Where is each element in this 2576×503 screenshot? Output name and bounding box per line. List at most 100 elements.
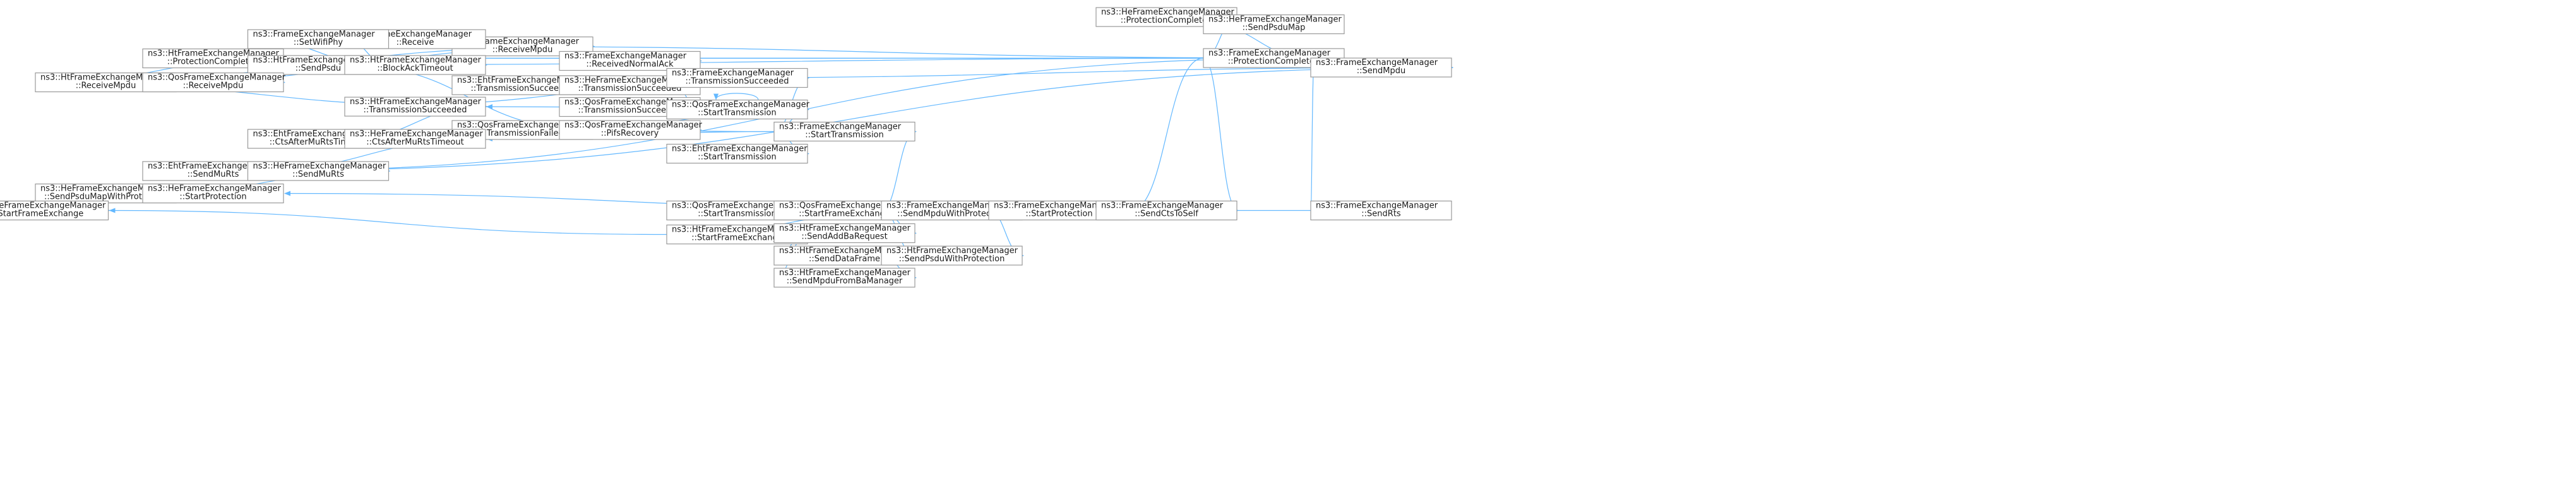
node-box [344, 97, 486, 117]
call-edge [713, 93, 759, 100]
node-class-label: ns3::FrameExchangeManager [457, 37, 580, 47]
node-method-label: ::SendPsduWithProtection [899, 254, 1005, 264]
node-box [247, 161, 390, 181]
node-box [344, 55, 486, 75]
node-method-label: ::SetWifiPhy [294, 38, 343, 47]
node-method-label: ::TransmissionFailed [481, 129, 563, 138]
node-class-label: ns3::FrameExchangeManager [564, 52, 687, 61]
graph-node-he-transmissionsucceeded[interactable]: ns3::HeFrameExchangeManager::Transmissio… [559, 75, 701, 95]
node-class-label: ns3::HtFrameExchangeManager [779, 224, 911, 234]
node-method-label: ::TransmissionSucceeded [470, 84, 574, 93]
node-method-label: ::StartTransmission [698, 210, 777, 219]
node-class-label: ns3::HeFrameExchangeManager [40, 184, 174, 194]
graph-node-ht-transmissionsucceeded[interactable]: ns3::HtFrameExchangeManager::Transmissio… [344, 97, 486, 117]
node-method-label: ::StartFrameExchange [0, 210, 83, 219]
node-method-label: ::ReceiveMpdu [183, 81, 244, 91]
graph-node-he-sendmurts[interactable]: ns3::HeFrameExchangeManager::SendMuRts [247, 161, 390, 181]
graph-node-ht-blockacktimeout[interactable]: ns3::HtFrameExchangeManager::BlockAckTim… [344, 55, 486, 75]
call-edge [666, 65, 1453, 79]
node-box [559, 50, 701, 71]
graph-node-he-startprotection[interactable]: ns3::HeFrameExchangeManager::StartProtec… [142, 183, 284, 204]
graph-node-fem-transmissionsucceeded[interactable]: ns3::FrameExchangeManager::TransmissionS… [666, 68, 808, 88]
graph-node-ht-sendmpdufrombamanager[interactable]: ns3::HtFrameExchangeManager::SendMpduFro… [773, 268, 915, 288]
node-method-label: ::SendMpdu [1357, 66, 1405, 76]
graph-node-ht-sendpsduwithprotection[interactable]: ns3::HtFrameExchangeManager::SendPsduWit… [881, 246, 1023, 266]
graph-node-ht-sendaddbarequest[interactable]: ns3::HtFrameExchangeManager::SendAddBaRe… [773, 223, 915, 244]
node-class-label: ns3::HtFrameExchangeManager [779, 268, 911, 278]
node-class-label: ns3::HeFrameExchangeManager [253, 162, 386, 171]
node-box [1095, 200, 1237, 221]
call-graph-nodes: ns3::WifiTxTimer::Setns3::FrameExchangeM… [0, 7, 1452, 288]
graph-node-fem-setwifiphy[interactable]: ns3::FrameExchangeManager::SetWifiPhy [247, 29, 390, 49]
graph-node-fem-sendmpdu[interactable]: ns3::FrameExchangeManager::SendMpdu [1310, 57, 1452, 78]
node-method-label: ::BlockAckTimeout [377, 64, 453, 73]
graph-node-fem-sendrts[interactable]: ns3::FrameExchangeManager::SendRts [1310, 200, 1452, 221]
node-method-label: ::StartTransmission [698, 153, 777, 162]
node-class-label: ns3::HtFrameExchangeManager [350, 56, 482, 65]
node-class-label: ns3::FrameExchangeManager [253, 30, 376, 39]
node-box [773, 223, 915, 244]
node-method-label: ::StartTransmission [805, 131, 884, 140]
graph-node-fem-starttransmission[interactable]: ns3::FrameExchangeManager::StartTransmis… [773, 121, 915, 142]
graph-node-qos-pifsrecovery[interactable]: ns3::QosFrameExchangeManager::PifsRecove… [559, 120, 703, 140]
node-method-label: ::SendMuRts [292, 170, 344, 179]
node-method-label: ::ReceivedNormalAck [586, 60, 674, 69]
node-method-label: ::TransmissionSucceeded [685, 77, 789, 86]
node-method-label: ::ReceiveMpdu [492, 45, 553, 55]
node-box [344, 129, 486, 149]
graph-node-fem-sendctstoself[interactable]: ns3::FrameExchangeManager::SendCtsToSelf [1095, 200, 1237, 221]
node-method-label: ::TransmissionSucceeded [363, 105, 467, 115]
graph-node-fem-startprotection[interactable]: ns3::FrameExchangeManager::StartProtecti… [988, 200, 1130, 221]
graph-node-he-protectioncompleted[interactable]: ns3::HeFrameExchangeManager::ProtectionC… [1095, 7, 1237, 27]
node-box [666, 143, 808, 164]
graph-node-he-sendpsdumapwithprotection[interactable]: ns3::HeFrameExchangeManager::SendPsduMap… [35, 183, 177, 204]
node-method-label: ::SendPsduMapWithProtection [44, 192, 167, 202]
node-method-label: ::TransmissionSucceeded [578, 84, 681, 93]
graph-node-he-sendpsdumap[interactable]: ns3::HeFrameExchangeManager::SendPsduMap [1203, 14, 1345, 35]
call-edge [1130, 57, 1204, 213]
node-box [247, 29, 390, 49]
node-method-label: ::StartTransmission [698, 109, 777, 118]
node-method-label: ::ProtectionCompleted [1121, 16, 1212, 25]
node-method-label: ::TransmissionSucceeded [578, 106, 681, 115]
node-method-label: ::SendDataFrame [809, 254, 880, 264]
graph-node-eht-starttransmission[interactable]: ns3::EhtFrameExchangeManager::StartTrans… [666, 143, 808, 164]
node-method-label: ::SendMuRts [188, 170, 239, 179]
node-method-label: ::CtsAfterMuRtsTimeout [270, 138, 367, 147]
graph-node-qos-starttransmission[interactable]: ns3::QosFrameExchangeManager::StartTrans… [666, 99, 810, 120]
node-method-label: ::SendAddBaRequest [801, 232, 887, 242]
node-method-label: ::CtsAfterMuRtsTimeout [366, 138, 463, 147]
node-class-label: ns3::FrameExchangeManager [1208, 49, 1331, 58]
node-method-label: ::Receive [397, 38, 434, 47]
node-class-label: ns3::HeFrameExchangeManager [148, 184, 281, 194]
node-class-label: ns3::FrameExchangeManager [1316, 58, 1438, 68]
node-class-label: ns3::HtFrameExchangeManager [148, 49, 280, 59]
node-method-label: ::SendRts [1361, 210, 1401, 219]
node-method-label: ::StartProtection [1025, 210, 1092, 219]
node-class-label: ns3::HtFrameExchangeManager [886, 246, 1018, 256]
node-method-label: ::ProtectionCompleted [167, 57, 259, 67]
node-class-label: ns3::HtFrameExchangeManager [40, 73, 172, 83]
graph-node-he-ctsaftermurtstimeout[interactable]: ns3::HeFrameExchangeManager::CtsAfterMuR… [344, 129, 486, 149]
node-box [559, 120, 701, 140]
call-edge [451, 45, 1315, 61]
graph-node-he-startframeexchange[interactable]: ns3::HeFrameExchangeManager::StartFrameE… [0, 200, 109, 221]
node-box [1310, 57, 1452, 78]
node-class-label: ns3::FrameExchangeManager [886, 201, 1009, 211]
node-box [1310, 200, 1452, 221]
node-class-label: ns3::HeFrameExchangeManager [350, 129, 483, 139]
node-method-label: ::StartFrameExchange [799, 210, 890, 219]
node-class-label: ns3::HtFrameExchangeManager [350, 97, 482, 107]
node-method-label: ::ReceiveMpdu [76, 81, 136, 91]
node-box [881, 246, 1023, 266]
node-method-label: ::StartFrameExchange [691, 234, 783, 243]
call-edge [109, 208, 667, 235]
graph-node-fem-receivednormalack[interactable]: ns3::FrameExchangeManager::ReceivedNorma… [559, 50, 701, 71]
node-box [142, 183, 284, 204]
node-class-label: ns3::EhtFrameExchangeManager [672, 145, 808, 154]
graph-node-qos-receivempdu[interactable]: ns3::QosFrameExchangeManager::ReceiveMpd… [142, 72, 286, 93]
node-method-label: ::ProtectionCompleted [1228, 57, 1320, 66]
node-class-label: ns3::HeFrameExchangeManager [0, 201, 106, 211]
node-class-label: ns3::FrameExchangeManager [779, 122, 902, 132]
